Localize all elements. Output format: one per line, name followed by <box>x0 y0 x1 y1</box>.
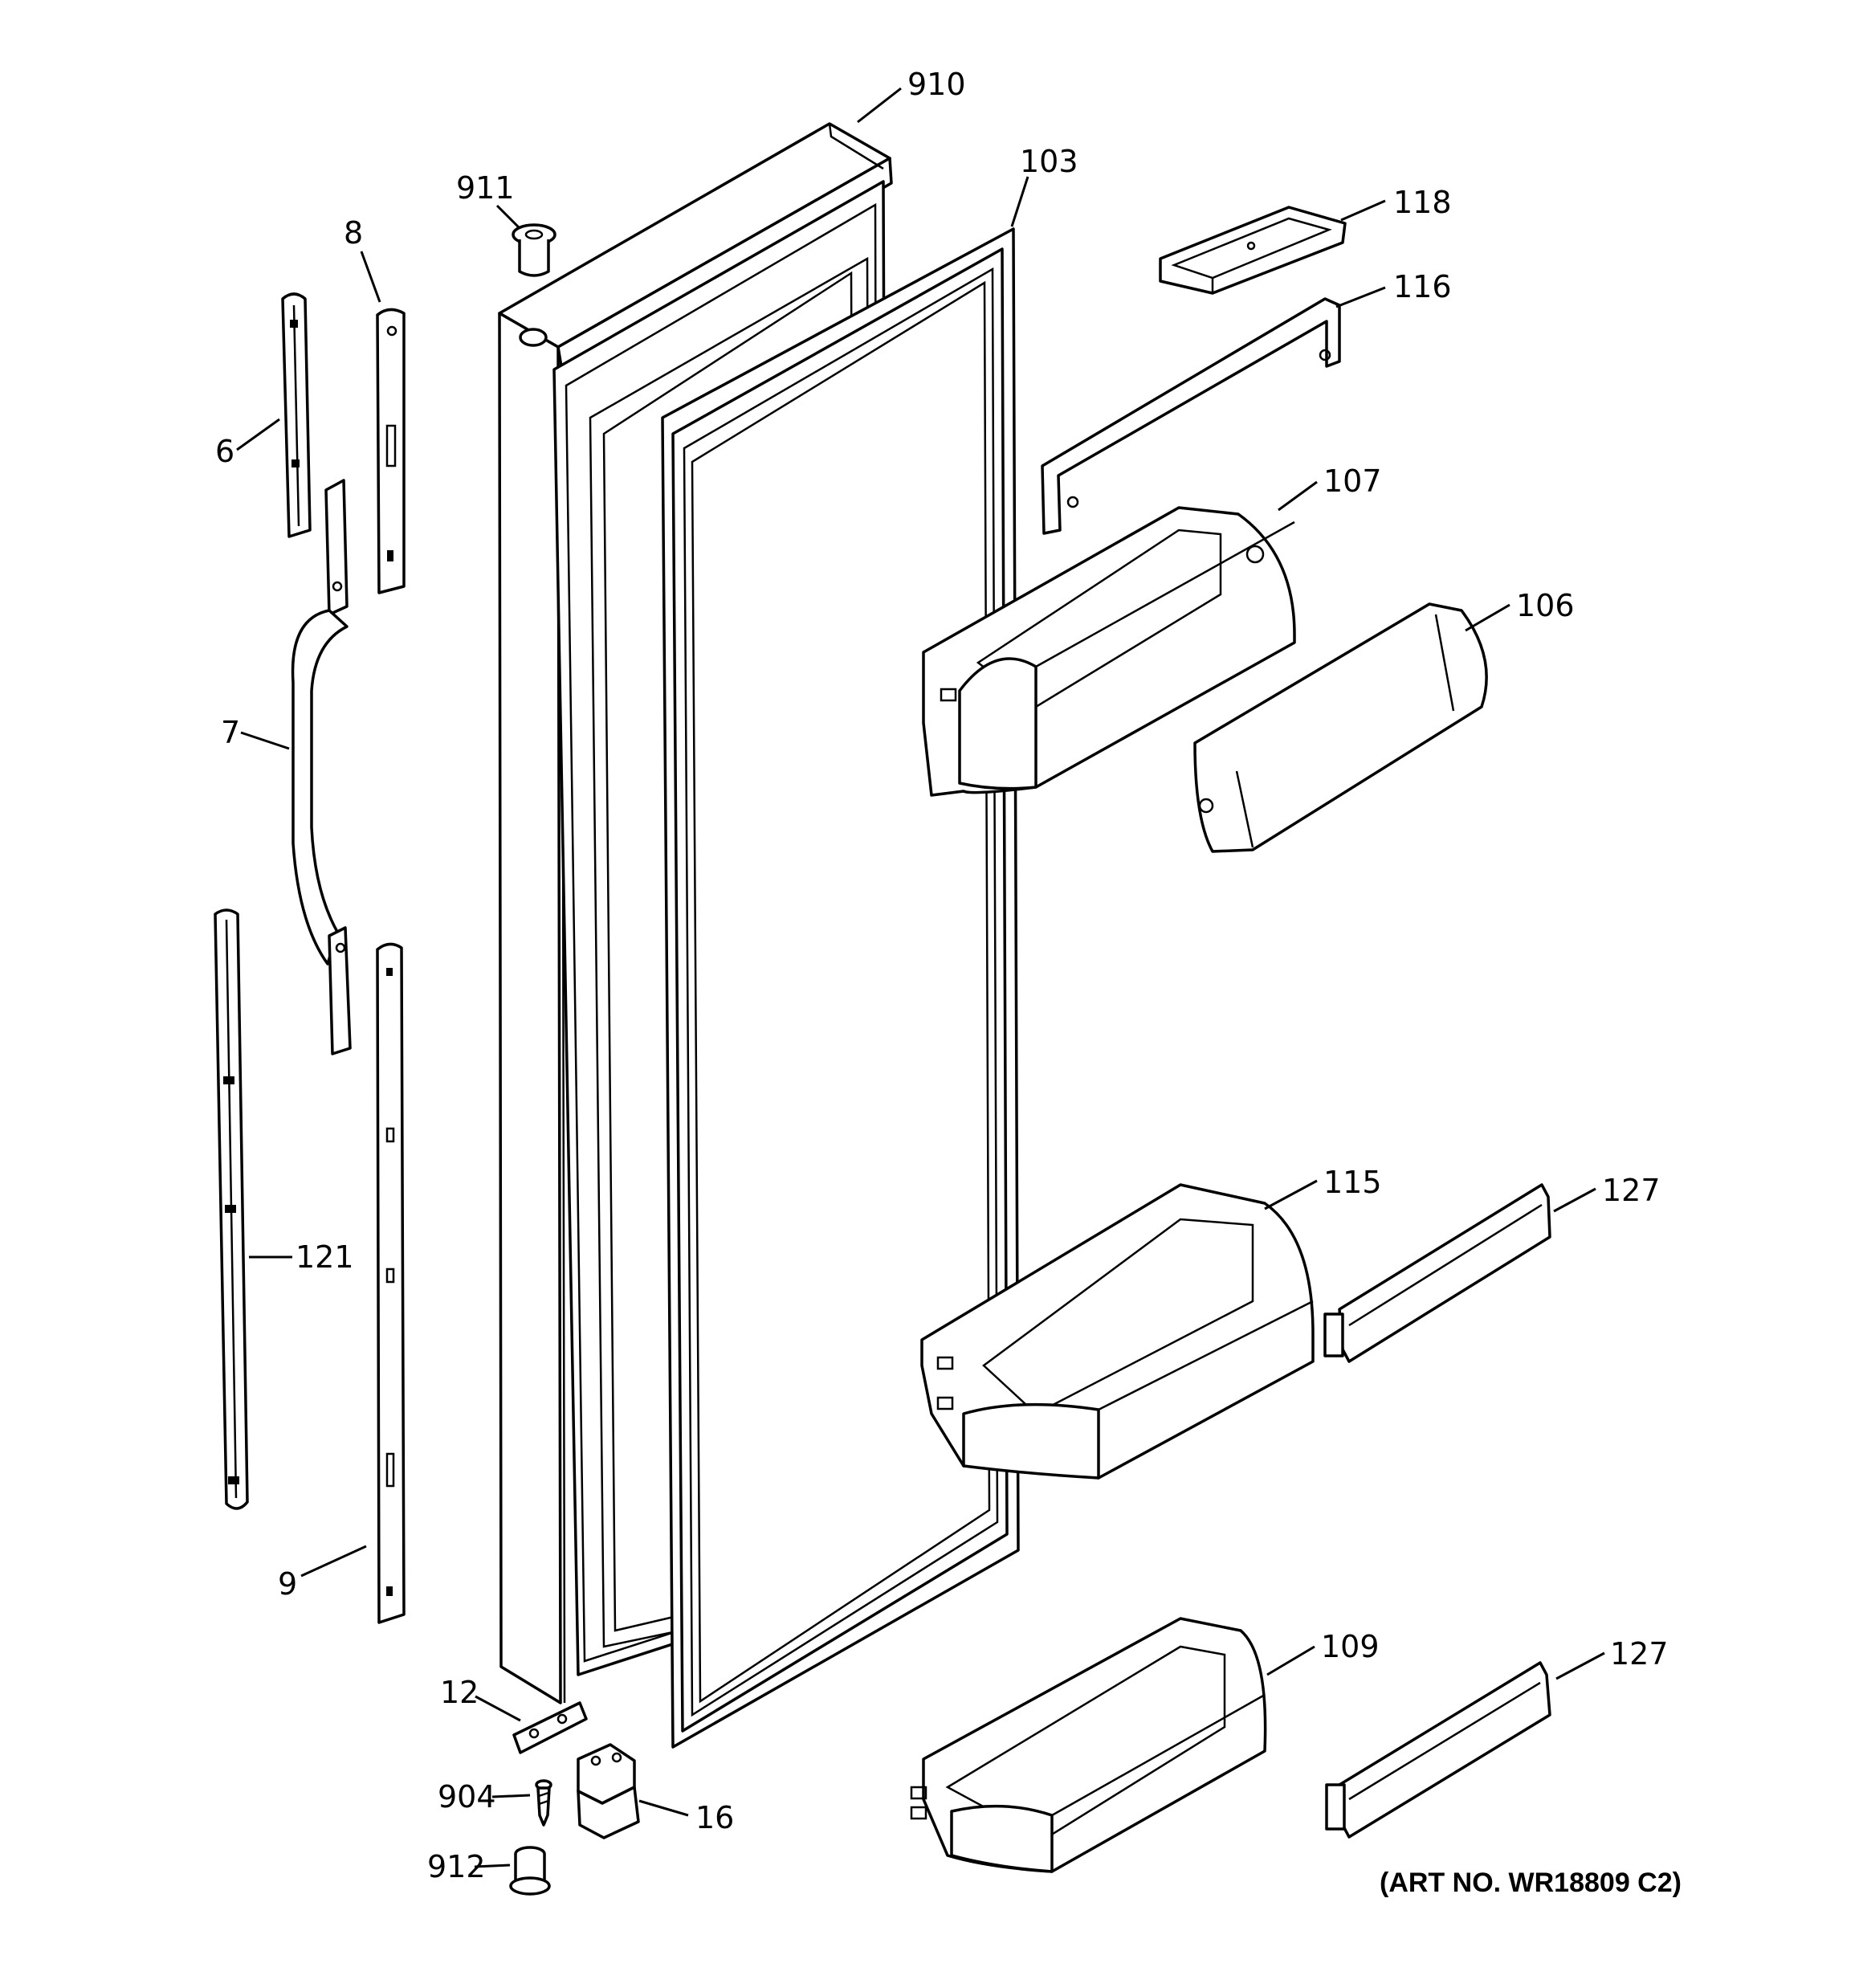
callout-127-upper: 127 <box>1602 1173 1661 1208</box>
part-115-bin <box>920 1183 1315 1480</box>
callout-16: 16 <box>695 1800 734 1835</box>
callout-103: 103 <box>1020 144 1078 179</box>
part-127-cover-a <box>1323 1183 1551 1363</box>
part-109-bin <box>910 1617 1267 1873</box>
callout-106: 106 <box>1516 588 1575 623</box>
part-12-bracket <box>512 1701 588 1754</box>
callout-7: 7 <box>221 715 240 750</box>
callout-910: 910 <box>907 67 966 102</box>
part-107-bin <box>922 506 1296 797</box>
part-103-gasket <box>661 227 1020 1749</box>
part-911-bushing <box>512 223 556 277</box>
part-127-cover-b <box>1325 1661 1551 1839</box>
part-912-bushing <box>509 1846 551 1896</box>
part-16-hinge <box>577 1743 640 1839</box>
part-8-trim-plate <box>376 308 406 594</box>
callout-904: 904 <box>438 1779 496 1815</box>
callout-12: 12 <box>440 1675 479 1710</box>
callout-116: 116 <box>1393 269 1452 304</box>
callout-118: 118 <box>1393 185 1452 220</box>
callout-6: 6 <box>215 434 234 469</box>
callout-109: 109 <box>1321 1629 1380 1664</box>
leader-lines <box>236 87 1605 1868</box>
part-904-screw <box>535 1779 552 1827</box>
callout-121: 121 <box>296 1239 354 1275</box>
part-9-long-trim-plate <box>376 942 406 1624</box>
callout-912: 912 <box>427 1849 486 1884</box>
callout-labels: 910 911 103 118 116 8 6 107 106 7 115 12… <box>215 67 1682 1898</box>
part-7-handle <box>291 479 352 1055</box>
callout-8: 8 <box>344 215 363 251</box>
art-number: (ART NO. WR18809 C2) <box>1380 1868 1682 1898</box>
callout-115: 115 <box>1323 1165 1382 1200</box>
callout-107: 107 <box>1323 463 1382 499</box>
callout-911: 911 <box>456 170 515 206</box>
part-116-rail <box>1041 297 1341 535</box>
part-6-trim <box>281 292 312 538</box>
part-118-tray <box>1159 206 1347 295</box>
part-121-long-trim <box>214 908 249 1510</box>
callout-9: 9 <box>278 1566 297 1602</box>
callout-127-lower: 127 <box>1610 1636 1669 1672</box>
part-106-cover <box>1193 602 1488 853</box>
